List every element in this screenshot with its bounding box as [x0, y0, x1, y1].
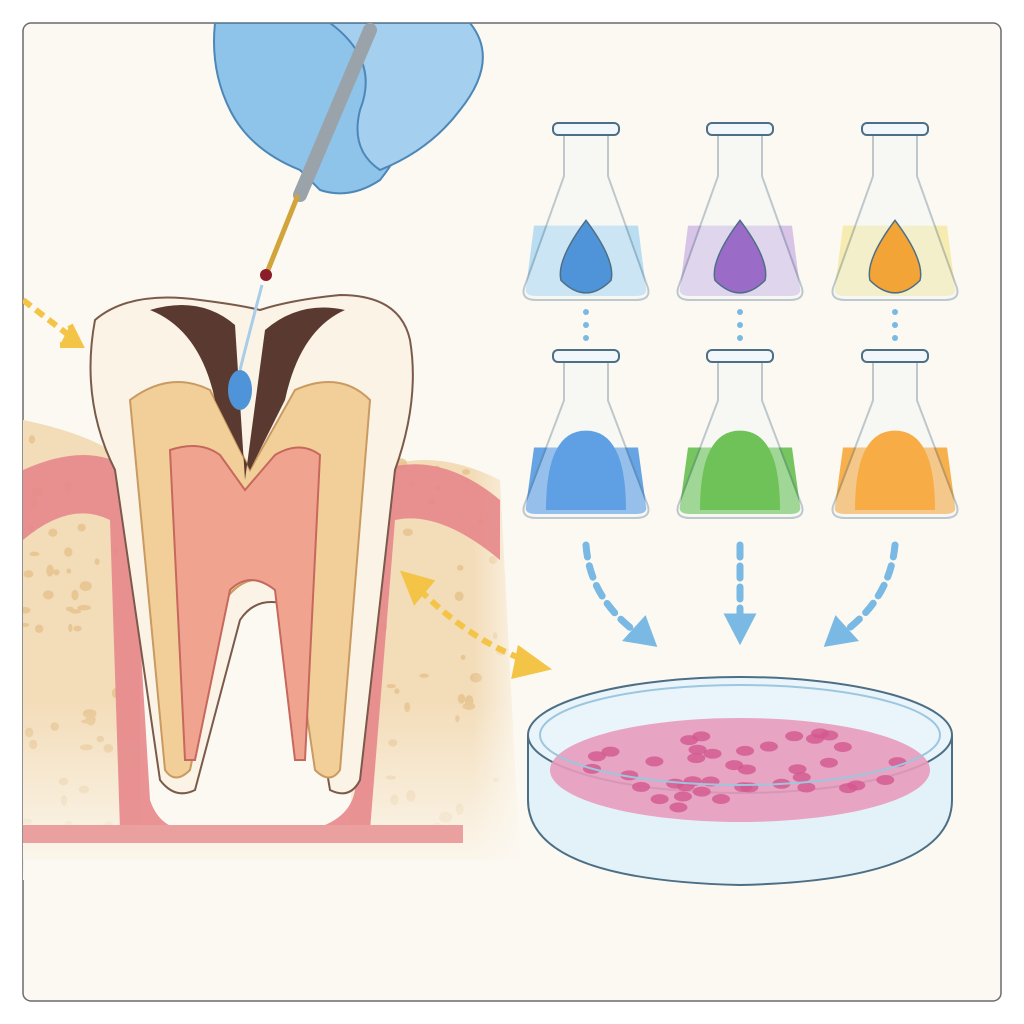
flask-bottom-blue — [522, 349, 650, 519]
bone-pore — [65, 606, 74, 612]
cell — [703, 748, 722, 759]
connector-dot — [892, 322, 898, 328]
bone-pore — [23, 606, 31, 614]
cell — [645, 756, 664, 767]
bone-pore — [28, 435, 36, 444]
cell — [833, 742, 852, 753]
bone-pore — [53, 569, 60, 576]
bone-pore — [68, 623, 73, 633]
cell-mass — [700, 430, 780, 510]
connector-dot — [892, 309, 898, 315]
bone-pore — [71, 589, 79, 601]
bone-pore — [29, 551, 40, 557]
tooth — [89, 293, 414, 795]
bone-pore — [23, 570, 34, 578]
bone-pore — [46, 564, 54, 577]
gum — [23, 455, 500, 843]
cell — [737, 764, 756, 775]
endodontic-file — [228, 23, 377, 410]
droplet-icon — [559, 219, 613, 294]
flask-bottom-orange — [831, 349, 959, 519]
cell — [680, 735, 699, 746]
cell — [673, 791, 692, 802]
cell — [805, 733, 824, 744]
cell — [734, 782, 753, 793]
cell — [820, 730, 839, 741]
flask-top-blue — [522, 122, 650, 301]
cell-mass — [855, 430, 935, 510]
cell — [819, 757, 838, 768]
cell — [736, 745, 755, 756]
connector-dot — [737, 309, 743, 315]
connector-dot — [583, 335, 589, 341]
arrow-right — [836, 541, 899, 639]
bone-pore — [23, 622, 30, 627]
cell — [792, 772, 811, 783]
bone-pore — [34, 624, 44, 633]
bone-pore — [73, 625, 82, 632]
flask-top-yellow — [831, 122, 959, 301]
cell — [669, 802, 688, 813]
bone-pore — [77, 604, 91, 611]
cell — [788, 764, 807, 775]
cell — [632, 781, 651, 792]
arrow-left — [582, 541, 644, 639]
cell — [847, 780, 866, 791]
arrow-to-tooth — [23, 297, 85, 348]
stem-cell-drop — [228, 370, 252, 410]
connector-dot — [583, 309, 589, 315]
bone-pore — [64, 547, 73, 557]
cell — [759, 741, 778, 752]
connector-dot — [892, 335, 898, 341]
cell — [876, 774, 895, 785]
droplet-icon — [713, 219, 767, 294]
cell — [688, 744, 707, 755]
droplet-icon — [868, 219, 922, 294]
bone-pore — [79, 581, 92, 592]
connector-dot — [583, 322, 589, 328]
bone-pore — [77, 523, 86, 532]
cell — [711, 793, 730, 804]
cell — [601, 746, 620, 757]
flask-grid — [522, 122, 959, 519]
cell-mass — [546, 430, 626, 510]
petri-dish — [527, 676, 953, 887]
cell — [587, 751, 606, 762]
cell — [650, 794, 669, 805]
flask-bottom-green — [676, 349, 804, 519]
bone-pore — [48, 528, 58, 537]
arrows-to-dish — [582, 541, 899, 647]
cell — [687, 753, 706, 764]
connector-dot — [737, 322, 743, 328]
cell — [785, 731, 804, 742]
double-arrow-ligament-to-dish — [399, 570, 553, 679]
cell — [692, 786, 711, 797]
flask-top-purple — [676, 122, 804, 301]
connector-dot — [737, 335, 743, 341]
bone-pore — [42, 590, 54, 600]
bone-pore — [66, 568, 72, 574]
cell — [797, 782, 816, 793]
bone-pore — [94, 558, 100, 565]
